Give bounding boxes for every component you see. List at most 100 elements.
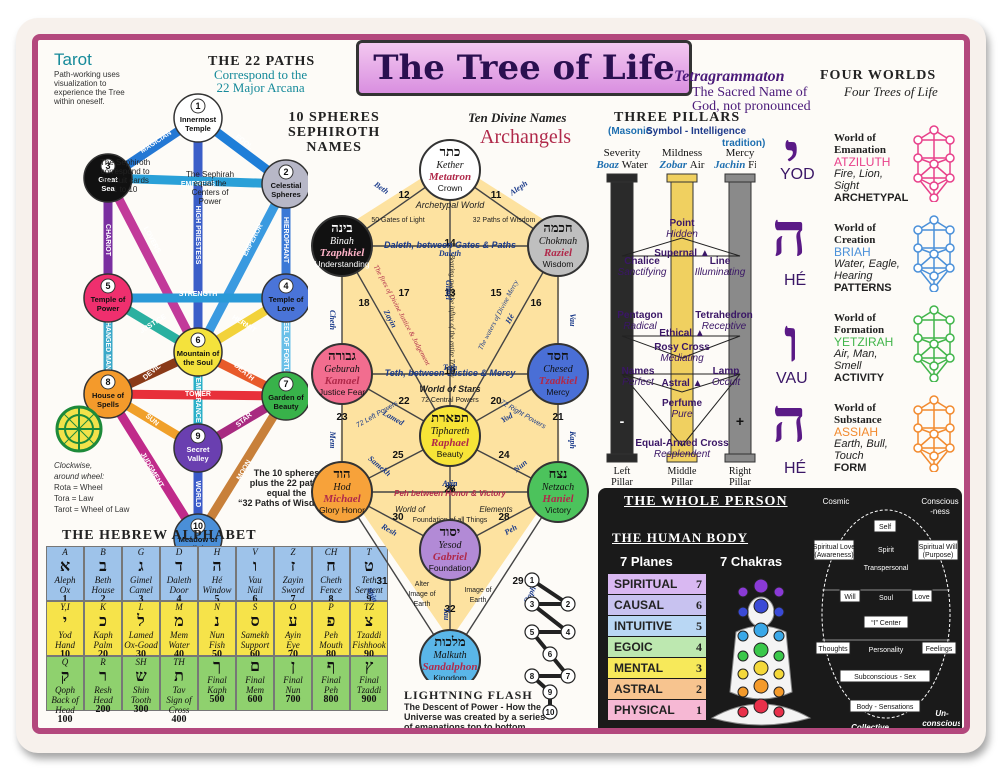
hebrew-tr: P — [328, 602, 334, 612]
hebrew-n: Vau — [248, 575, 262, 585]
image-label: Image of — [464, 587, 491, 594]
hebrew-n: Yod — [58, 630, 72, 640]
daleth-band: Daleth, between Gates & Paths — [384, 240, 516, 250]
tarot-sphere-number-badge — [278, 164, 294, 180]
lightning-title: LIGHTNING FLASH — [404, 688, 533, 702]
path-number: 30 — [392, 512, 404, 523]
pillar-base — [724, 453, 756, 463]
wheel-note: Clockwise, around wheel: Rota = Wheel To… — [54, 461, 130, 514]
plane-number: 2 — [696, 682, 702, 696]
hebrew-n: Beth — [94, 575, 112, 585]
pillar-symbol-label: Receptive — [702, 321, 747, 332]
mini-tree-icon — [913, 125, 955, 202]
path-letter: Tau — [442, 608, 451, 621]
world-we: Smell — [834, 360, 862, 372]
hebrew-v: 20 — [98, 649, 108, 660]
mini-tree-node — [929, 271, 939, 281]
tarot-sphere-number-badge — [278, 278, 294, 294]
node-feelings-label: Feelings — [926, 646, 953, 653]
world-we: Fire, Lion, — [834, 168, 883, 180]
chakra-5 — [753, 622, 769, 638]
tarot-path-label: WORLD — [194, 481, 201, 507]
hebrew-g: צ — [364, 611, 374, 630]
plane-name: CAUSAL — [614, 598, 664, 612]
world-we: Sight — [834, 180, 860, 192]
chakra-side — [737, 706, 749, 718]
chakra-side — [773, 630, 785, 642]
tarot-sphere-name: Spells — [97, 400, 119, 409]
chakra-3 — [753, 660, 769, 676]
hebrew-m: Ox-Goad — [124, 640, 158, 650]
pillar-symbol-label: Line — [710, 256, 731, 267]
flash-node-2 — [560, 596, 576, 612]
world-wn: Emanation — [834, 144, 886, 156]
path-letter: Gimel — [444, 280, 453, 301]
mini-tree-node — [945, 243, 955, 253]
hebrew-v: 80 — [326, 649, 336, 660]
pillar-label: Middle — [668, 466, 697, 477]
chakra-side — [737, 686, 749, 698]
pillar-symbol-label: Pentagon — [617, 310, 663, 321]
hebrew-g: ץ — [364, 656, 374, 675]
hebrew-m: Window — [202, 585, 232, 595]
supernal-triangle — [621, 237, 741, 257]
sphere-tiphareth — [419, 405, 481, 467]
whole-person-panel: THE WHOLE PERSON THE HUMAN BODY 7 Planes… — [598, 488, 962, 728]
hebrew-n: Tav — [172, 685, 186, 695]
chakra-side — [737, 586, 749, 598]
hebrew-tr: H — [213, 547, 221, 557]
path-number: 22 — [398, 396, 410, 407]
mini-tree-node — [929, 429, 939, 439]
gates-label: 50 Gates of Light — [371, 217, 424, 224]
chakra-4 — [753, 642, 769, 658]
hebrew-g: ף — [326, 656, 336, 675]
board: The Tree of Life Tarot Path-working uses… — [16, 18, 986, 753]
hebrew-g: ב — [99, 556, 107, 575]
sphere-kether — [419, 139, 481, 201]
pillar-name: Jachin — [713, 159, 748, 171]
tarot-sphere-4 — [261, 273, 308, 323]
hebrew-g: ה — [212, 556, 222, 575]
pillar-symbol-label: Hidden — [666, 229, 698, 240]
hebrew-n: Hé — [211, 575, 223, 585]
pillar-symbol-label: Astral ▲ — [661, 378, 702, 389]
world-wn: World of — [834, 402, 876, 414]
tetragrammaton-title: Tetragrammaton — [674, 68, 785, 85]
tarot-sphere-name: Celestial — [271, 181, 302, 190]
plane-number: 6 — [696, 598, 702, 612]
lower-line — [621, 373, 683, 447]
hebrew-g: ך — [213, 656, 221, 675]
mini-tree-node — [913, 423, 923, 433]
tarot-sphere-number-badge — [190, 518, 206, 534]
tarot-sphere-number-badge — [278, 376, 294, 392]
world-we: Air, Man, — [834, 348, 878, 360]
tarot-sphere-3 — [83, 153, 133, 203]
four-worlds-title: FOUR WORLDS — [820, 68, 937, 83]
pillar-element: Water — [622, 159, 648, 171]
chakras-title: 7 Chakras — [720, 554, 783, 569]
hebrew-m: Door — [169, 585, 189, 595]
hebrew-m: Peh — [324, 685, 338, 695]
pillar-quality: Mildness — [662, 147, 702, 159]
mini-tree-node — [945, 423, 955, 433]
hebrew-g: ר — [99, 666, 107, 685]
tarot-path-label: HANGED MAN — [104, 322, 111, 370]
hebrew-m: Kaph — [207, 685, 227, 695]
hebrew-v: 600 — [247, 694, 263, 705]
path-number: 14 — [444, 238, 456, 249]
mini-tree-node — [945, 135, 955, 145]
sphere-archangel: Gabriel — [433, 551, 468, 563]
hebrew-m: Sign of Cross — [166, 695, 192, 715]
paths-title: THE 22 PATHS — [208, 54, 316, 69]
pillar-sign: + — [736, 413, 744, 429]
mini-tree-node — [945, 333, 955, 343]
divine-names-label: Ten Divine Names — [468, 110, 567, 125]
node-spiritual-love-label: Spiritual Love — [813, 544, 856, 551]
hebrew-m: Head — [93, 695, 113, 705]
